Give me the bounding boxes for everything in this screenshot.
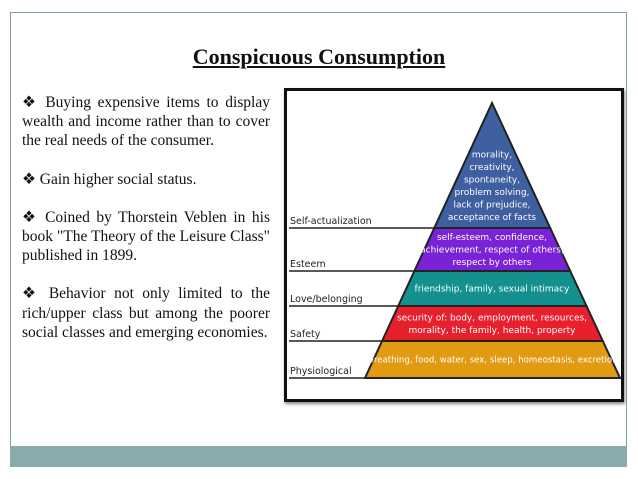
- pyramid-level: [363, 340, 622, 379]
- bullet-item: ❖ Gain higher social status.: [22, 170, 197, 188]
- level-description: self-esteem, confidence,: [437, 233, 547, 243]
- level-label: Safety: [290, 329, 321, 340]
- diamond-bullet-icon: ❖: [22, 208, 46, 226]
- bullet-item: ❖ Buying expensive items to display weal…: [22, 94, 270, 150]
- bullet-item: ❖ Behavior not only limited to the rich/…: [22, 285, 270, 341]
- level-description: lack of prejudice,: [453, 201, 530, 211]
- footer-bar: [10, 446, 627, 467]
- bullet-item: ❖ Coined by Thorstein Veblen in his book…: [22, 208, 270, 265]
- level-description: spontaneity,: [464, 176, 520, 186]
- level-description: security of: body, employment, resources…: [397, 313, 587, 323]
- level-label: Physiological: [290, 366, 352, 377]
- maslow-pyramid-image: Self-actualization morality, creativity, sp…: [284, 88, 624, 402]
- level-description: achievement, respect of others,: [420, 246, 564, 256]
- diamond-bullet-icon: ❖: [22, 170, 40, 188]
- maslow-pyramid: Self-actualization morality, creativity, sp…: [289, 100, 622, 379]
- bullet-list: ❖ Buying expensive items to display weal…: [22, 93, 270, 361]
- slide-title: Conspicuous Consumption: [192, 44, 446, 69]
- diamond-bullet-icon: ❖: [22, 94, 46, 111]
- level-description: morality, the family, health, property: [409, 326, 577, 336]
- level-description: problem solving,: [455, 188, 530, 198]
- pyramid-level: [380, 305, 605, 342]
- level-label: Esteem: [290, 259, 326, 270]
- level-label: Love/belonging: [290, 294, 363, 305]
- level-description: acceptance of facts: [448, 213, 536, 223]
- diamond-bullet-icon: ❖: [22, 285, 49, 303]
- level-description: breathing, food, water, sex, sleep, home…: [368, 356, 617, 366]
- level-description: respect by others: [453, 258, 532, 268]
- level-description: creativity,: [469, 163, 514, 173]
- level-description: friendship, family, sexual intimacy: [415, 285, 571, 295]
- level-description: morality,: [472, 151, 512, 161]
- level-label: Self-actualization: [290, 216, 372, 227]
